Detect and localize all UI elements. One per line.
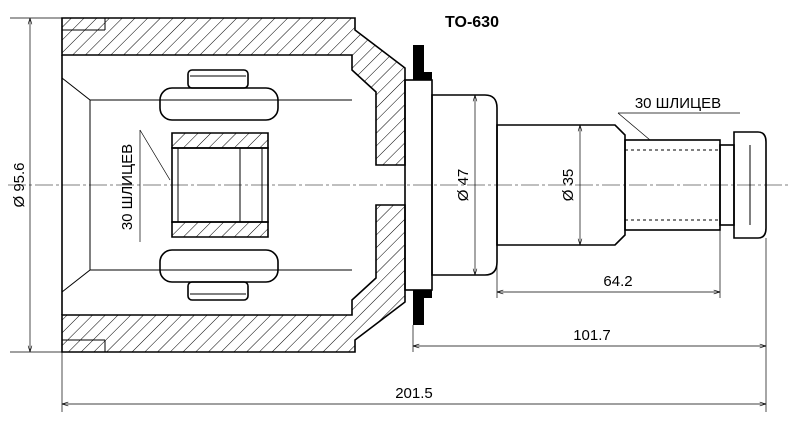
- dim-neck-diameter: Ø 47: [455, 95, 475, 275]
- inner-spline-callout: 30 ШЛИЦЕВ: [119, 129, 171, 242]
- tripod-rollers: [159, 69, 279, 301]
- dim-shaft-length: 101.7: [412, 238, 767, 352]
- outer-spline: [624, 131, 767, 239]
- inner-spline-label: 30 ШЛИЦЕВ: [119, 144, 136, 230]
- outer-spline-label: 30 ШЛИЦЕВ: [635, 95, 721, 112]
- dim-outer-diameter: Ø 95.6: [10, 17, 62, 353]
- tripod-hub: [171, 132, 269, 238]
- dim-spline-length: 64.2: [496, 230, 721, 298]
- dim-total-length: 201.5: [61, 352, 767, 412]
- spline-length-label: 64.2: [603, 273, 632, 290]
- dim-shaft-diameter: Ø 35: [560, 125, 580, 245]
- total-length-label: 201.5: [395, 385, 433, 402]
- housing-section: [61, 17, 406, 353]
- part-number-title: TO-630: [445, 14, 499, 31]
- shaft-length-label: 101.7: [573, 327, 611, 344]
- outer-spline-callout: 30 ШЛИЦЕВ: [617, 95, 740, 141]
- dust-shield: [404, 45, 433, 325]
- outer-diameter-label: Ø 95.6: [11, 162, 28, 207]
- shaft-diameter-label: Ø 35: [560, 169, 577, 202]
- neck-diameter-label: Ø 47: [455, 169, 472, 202]
